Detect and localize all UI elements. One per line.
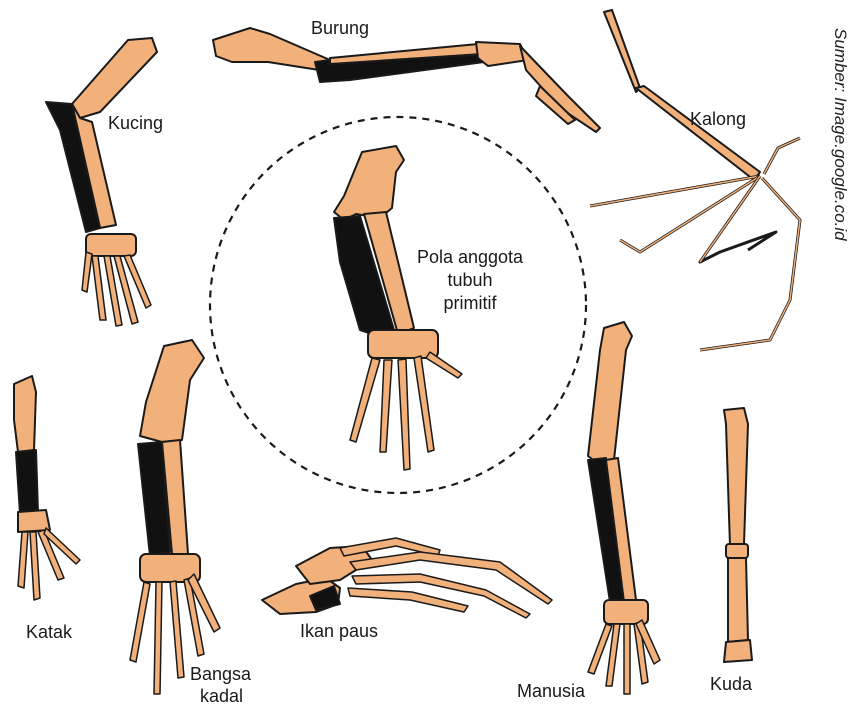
label-kucing: Kucing xyxy=(108,112,163,134)
label-bangsa-line2: kadal xyxy=(190,685,251,707)
label-primitive-line3: primitif xyxy=(400,292,540,315)
label-bangsa-kadal: Bangsa kadal xyxy=(190,663,251,707)
bird-forelimb xyxy=(213,28,600,132)
frog-forelimb xyxy=(14,376,80,600)
bat-forelimb xyxy=(590,10,800,350)
label-kalong: Kalong xyxy=(690,108,746,130)
cat-forelimb xyxy=(46,38,157,326)
label-kuda: Kuda xyxy=(710,673,752,695)
label-ikan-paus: Ikan paus xyxy=(300,620,378,642)
horse-forelimb xyxy=(724,408,752,662)
label-bangsa-line1: Bangsa xyxy=(190,663,251,685)
label-primitive-pattern: Pola anggota tubuh primitif xyxy=(400,246,540,315)
label-manusia: Manusia xyxy=(517,680,585,702)
label-katak: Katak xyxy=(26,621,72,643)
whale-flipper xyxy=(262,538,552,618)
source-credit: Sumber: Image.google.co.id xyxy=(830,28,850,241)
human-forelimb xyxy=(588,322,660,694)
label-primitive-line2: tubuh xyxy=(400,269,540,292)
label-burung: Burung xyxy=(311,17,369,39)
lizard-forelimb xyxy=(130,340,220,694)
label-primitive-line1: Pola anggota xyxy=(400,246,540,269)
